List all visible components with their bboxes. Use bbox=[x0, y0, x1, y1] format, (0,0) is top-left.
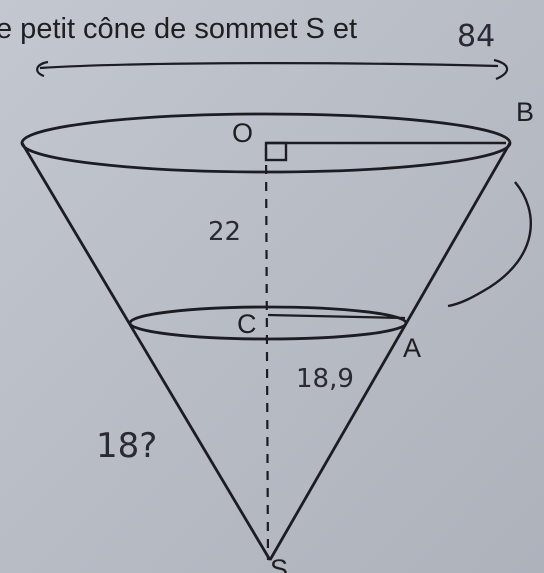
axis-dashed-line bbox=[264, 147, 270, 561]
slant-value: 18,9 bbox=[296, 364, 354, 394]
cone-right-side bbox=[268, 142, 512, 561]
radius-ca bbox=[267, 313, 406, 320]
label-o: O bbox=[232, 118, 253, 148]
label-a: A bbox=[403, 333, 421, 363]
label-b: B bbox=[516, 97, 534, 127]
cone-left-side bbox=[20, 142, 272, 561]
height-value: 22 bbox=[208, 217, 241, 247]
left-note: 18? bbox=[96, 426, 157, 466]
header-text: e petit cône de sommet S et bbox=[0, 13, 357, 45]
label-s: S bbox=[270, 554, 288, 573]
label-c: C bbox=[237, 309, 257, 339]
right-angle-marker bbox=[264, 141, 288, 162]
underline-stroke bbox=[39, 62, 499, 70]
underline-right-curl bbox=[493, 58, 509, 81]
hand-bracket bbox=[447, 181, 533, 308]
underline-left-curl bbox=[36, 60, 49, 78]
corner-number: 84 bbox=[457, 19, 495, 54]
